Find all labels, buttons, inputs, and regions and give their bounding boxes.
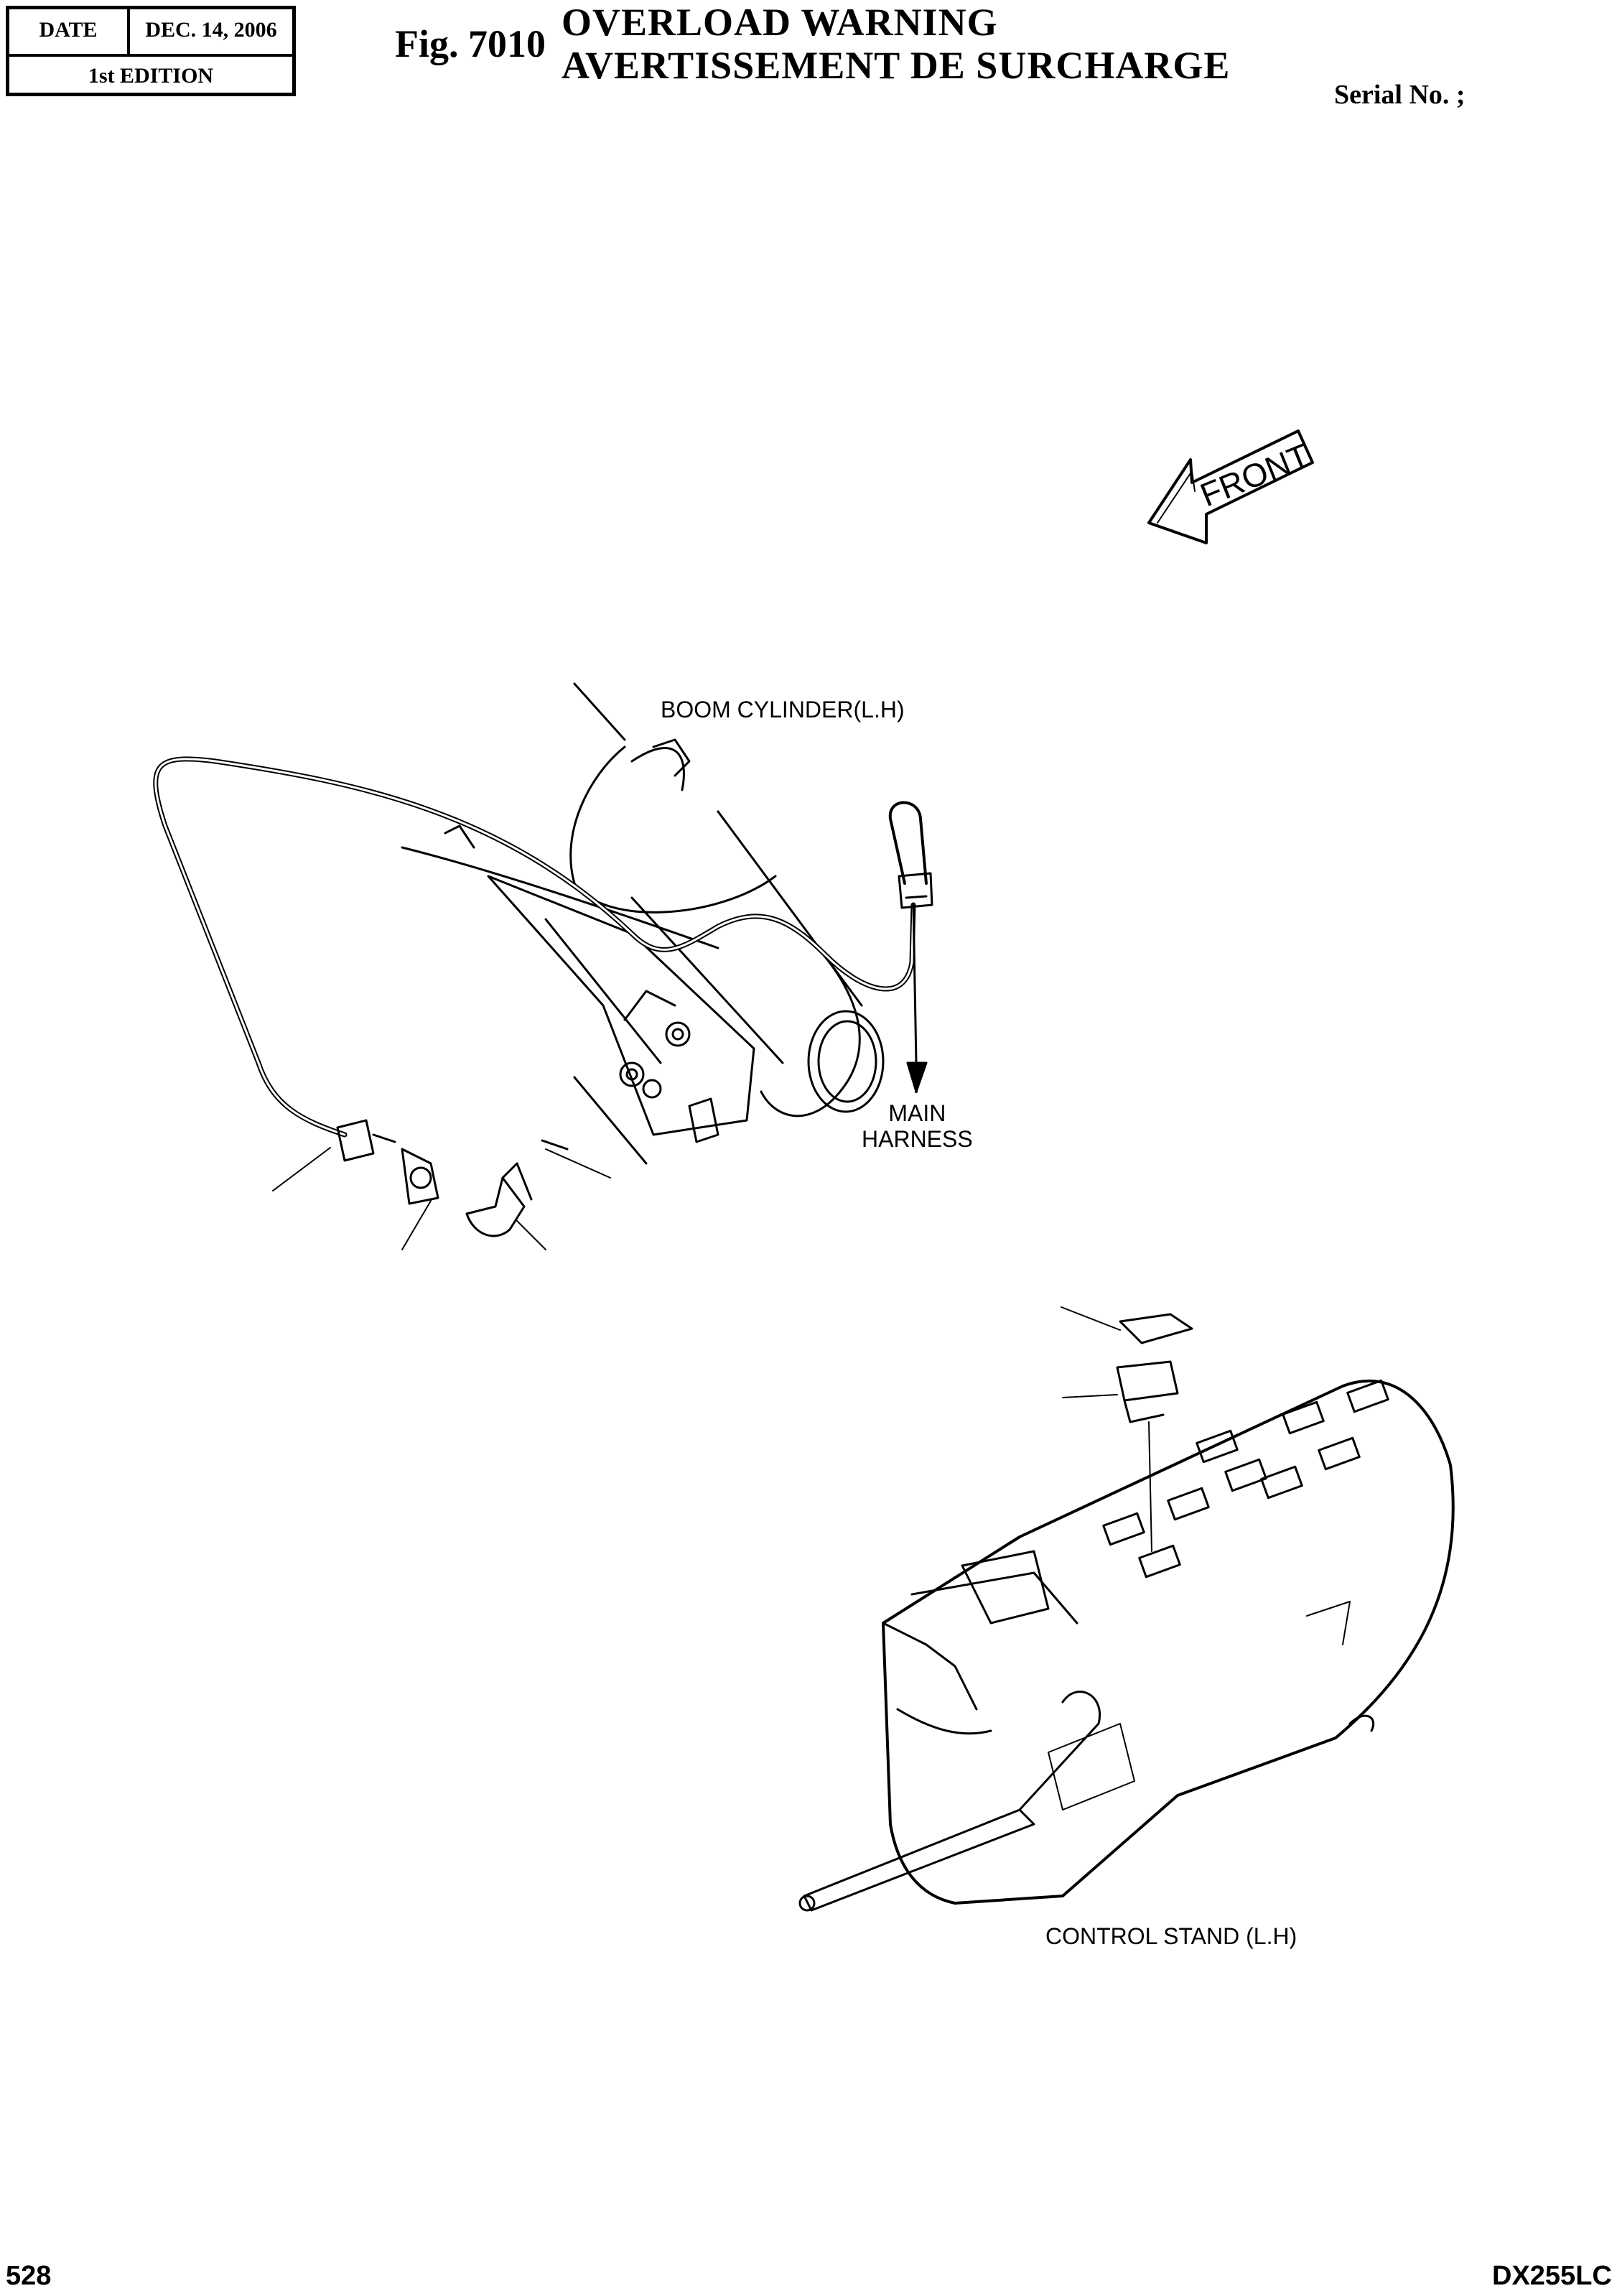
- title-english: OVERLOAD WARNING: [561, 1, 998, 44]
- header-divider-horizontal: [9, 54, 292, 57]
- title-french: AVERTISSEMENT DE SURCHARGE: [561, 44, 1231, 87]
- front-label: FRONT: [1195, 437, 1314, 514]
- figure-number: Fig. 7010: [395, 22, 546, 65]
- front-arrow-icon: FRONT: [1147, 429, 1315, 544]
- header-box: DATE DEC. 14, 2006 1st EDITION: [6, 6, 296, 96]
- main-harness-label: MAIN HARNESS: [862, 1100, 973, 1152]
- serial-number: Serial No. ;: [1334, 80, 1465, 110]
- boom-cylinder-icon: [401, 682, 885, 1165]
- page-number: 528: [6, 2261, 52, 2291]
- header-divider-vertical: [127, 9, 130, 54]
- main-harness-line1: MAIN: [888, 1100, 946, 1126]
- control-stand-label: CONTROL STAND (L.H): [1045, 1923, 1297, 1949]
- edition-label: 1st EDITION: [88, 64, 214, 88]
- main-harness-line2: HARNESS: [862, 1126, 973, 1152]
- model-number: DX255LC: [1492, 2261, 1612, 2291]
- wire-harness-icon: [153, 756, 933, 1138]
- boom-cylinder-label: BOOM CYLINDER(L.H): [661, 697, 905, 722]
- pressure-switch-icon: [272, 1119, 611, 1250]
- date-label: DATE: [39, 18, 98, 42]
- date-value: DEC. 14, 2006: [145, 18, 277, 42]
- control-stand-icon: [798, 1306, 1455, 1912]
